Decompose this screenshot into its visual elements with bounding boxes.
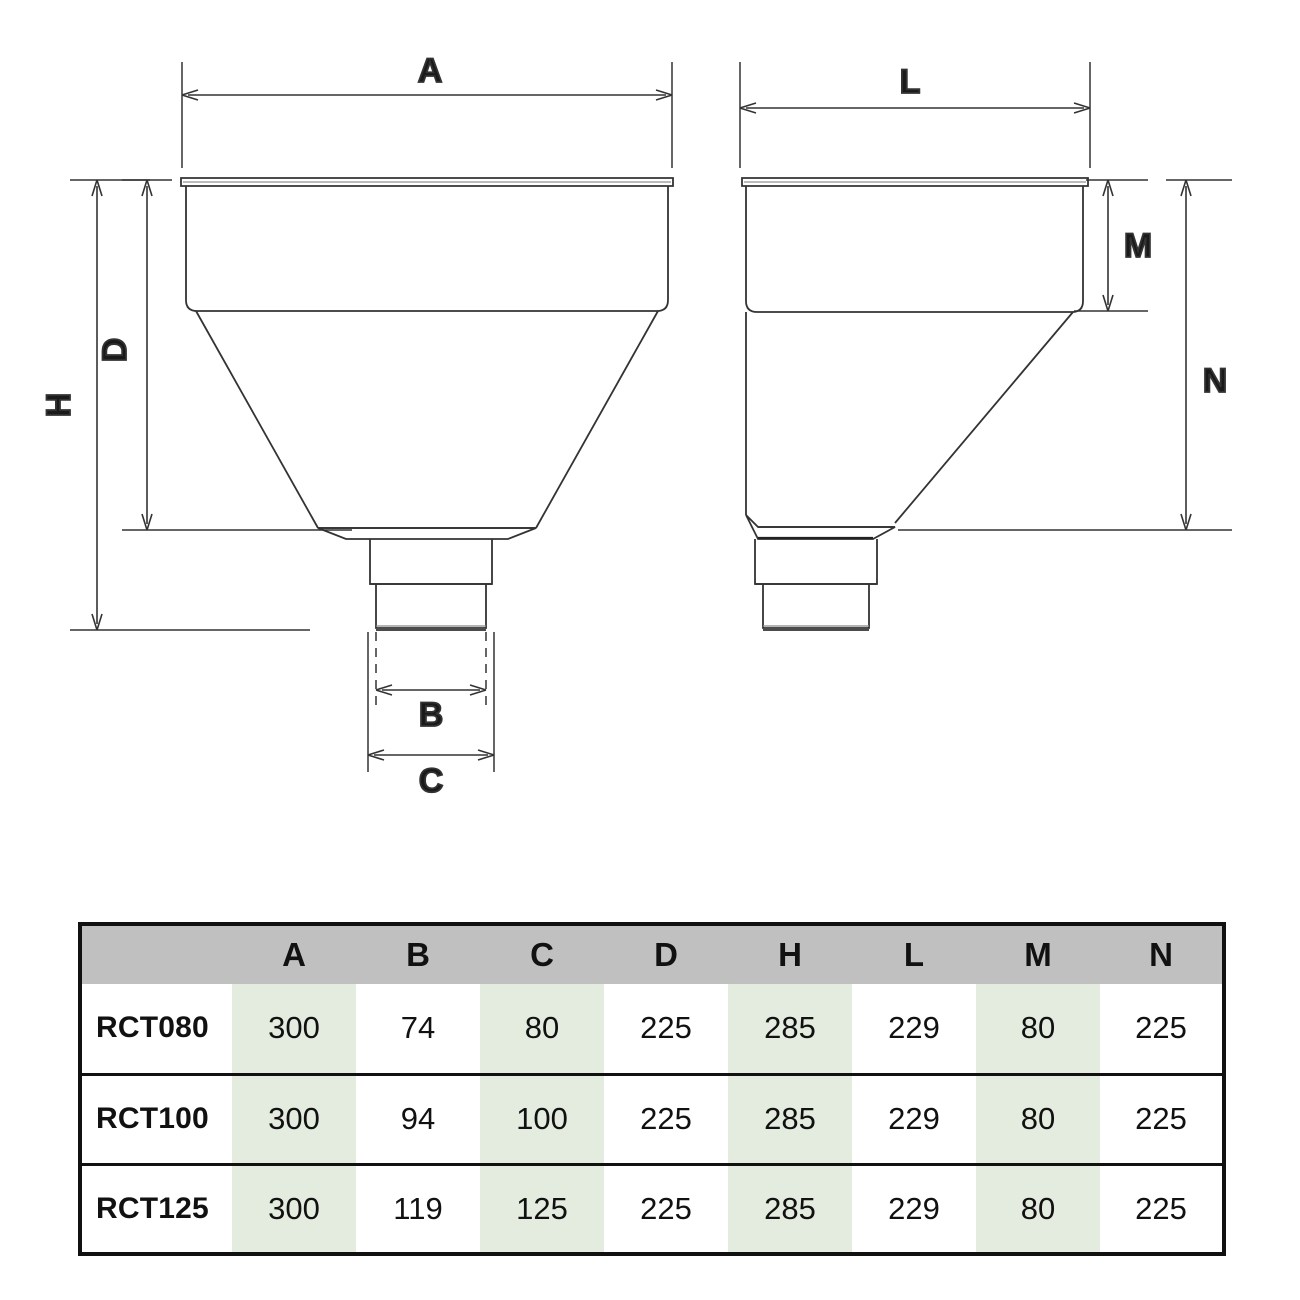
cell-D: 225 (604, 984, 728, 1074)
dimension-label-C: C (419, 762, 444, 800)
header-C: C (480, 924, 604, 984)
specification-table-container: A B C D H L M N RCT080 300 74 80 225 2 (78, 922, 1226, 1256)
cell-L: 229 (852, 984, 976, 1074)
cell-H: 285 (728, 984, 852, 1074)
side-view-spigot-tube (762, 584, 870, 629)
table-row: RCT125 300 119 125 225 285 229 80 225 (80, 1162, 1224, 1254)
dimension-D (122, 179, 352, 531)
cell-D: 225 (604, 1162, 728, 1254)
front-view-cone-left (195, 310, 319, 529)
front-view-geometry (180, 177, 674, 631)
cell-B: 119 (356, 1162, 480, 1254)
dimension-A (181, 62, 673, 168)
cell-B: 94 (356, 1072, 480, 1164)
cell-M: 80 (976, 984, 1100, 1074)
dimension-L (739, 62, 1091, 168)
cell-M: 80 (976, 1162, 1100, 1254)
cell-L: 229 (852, 1072, 976, 1164)
side-view-body (745, 186, 1084, 313)
row-model: RCT100 (80, 1072, 232, 1164)
cell-A: 300 (232, 984, 356, 1074)
dimension-H (70, 179, 310, 631)
side-view-shoulder (745, 514, 896, 540)
cell-N: 225 (1100, 1072, 1224, 1164)
header-model (80, 924, 232, 984)
cell-N: 225 (1100, 1162, 1224, 1254)
cell-C: 100 (480, 1072, 604, 1164)
header-H: H (728, 924, 852, 984)
dimension-label-D: D (96, 338, 134, 363)
dimension-N (898, 179, 1232, 531)
dimension-label-M: M (1124, 227, 1152, 265)
dimension-B (375, 632, 487, 712)
row-model: RCT125 (80, 1162, 232, 1254)
side-view-rim (741, 177, 1089, 187)
header-A: A (232, 924, 356, 984)
dimension-C (367, 632, 495, 772)
cell-H: 285 (728, 1162, 852, 1254)
table-header-row: A B C D H L M N (80, 924, 1224, 984)
side-view-geometry (741, 177, 1089, 631)
header-D: D (604, 924, 728, 984)
header-M: M (976, 924, 1100, 984)
cell-A: 300 (232, 1072, 356, 1164)
specification-table: A B C D H L M N RCT080 300 74 80 225 2 (78, 922, 1226, 1256)
front-view-rim (180, 177, 674, 187)
cell-A: 300 (232, 1162, 356, 1254)
cell-H: 285 (728, 1072, 852, 1164)
front-view-cone-right (535, 310, 659, 529)
cell-C: 80 (480, 984, 604, 1074)
row-model: RCT080 (80, 984, 232, 1074)
header-B: B (356, 924, 480, 984)
dimension-label-B: B (419, 696, 444, 734)
front-view-spigot-collar (369, 539, 493, 585)
cell-N: 225 (1100, 984, 1224, 1074)
cell-C: 125 (480, 1162, 604, 1254)
dimension-label-N: N (1203, 362, 1228, 400)
table-row: RCT080 300 74 80 225 285 229 80 225 (80, 984, 1224, 1074)
dimension-label-A: A (418, 52, 443, 90)
dimension-label-L: L (900, 63, 921, 101)
front-view-body (185, 186, 669, 312)
side-view-taper-right (894, 311, 1074, 524)
dimensioned-drawing: A H D (39, 51, 1232, 801)
dimension-M (1074, 179, 1148, 312)
cell-M: 80 (976, 1072, 1100, 1164)
cell-D: 225 (604, 1072, 728, 1164)
header-N: N (1100, 924, 1224, 984)
side-view-spigot-collar (754, 539, 878, 585)
table-row: RCT100 300 94 100 225 285 229 80 225 (80, 1072, 1224, 1164)
header-L: L (852, 924, 976, 984)
dimension-label-H: H (40, 393, 78, 418)
cell-L: 229 (852, 1162, 976, 1254)
front-view-spigot-tube (375, 584, 487, 629)
cell-B: 74 (356, 984, 480, 1074)
